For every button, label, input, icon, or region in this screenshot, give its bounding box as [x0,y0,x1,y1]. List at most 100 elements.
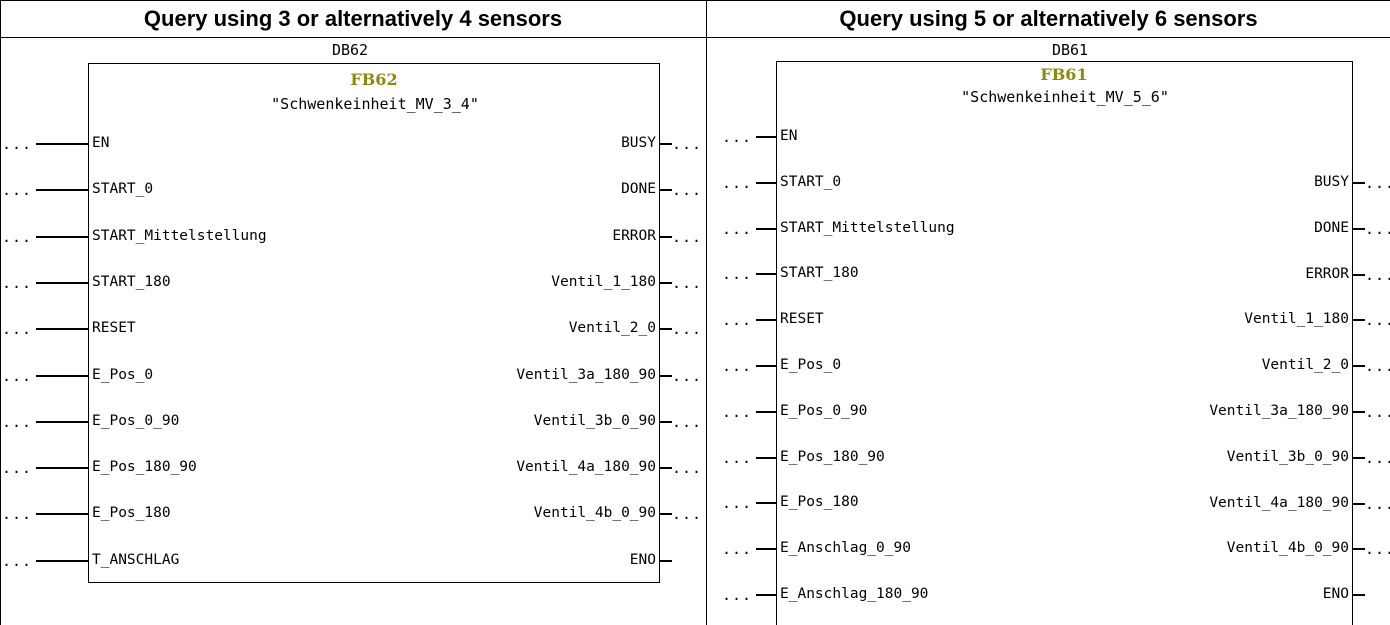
output-pin-label: BUSY [1314,174,1349,190]
input-connector-dots[interactable]: ... [2,505,33,523]
input-connector-dots[interactable]: ... [2,367,33,385]
output-wire [1353,274,1365,276]
output-connector-dots[interactable]: ... [1365,540,1390,558]
input-connector-dots[interactable]: ... [722,586,753,604]
input-pin-label: E_Anschlag_180_90 [780,586,929,602]
output-wire [660,236,672,238]
db-label-right: DB61 [1051,41,1089,59]
input-wire [756,548,776,550]
output-connector-dots[interactable]: ... [672,228,703,246]
output-connector-dots[interactable]: ... [1365,266,1390,284]
input-connector-dots[interactable]: ... [2,552,33,570]
fb-label-left: FB62 [350,70,398,89]
output-connector-dots[interactable]: ... [1365,495,1390,513]
output-wire [1353,411,1365,413]
header-left: Query using 3 or alternatively 4 sensors [143,5,563,31]
input-connector-dots[interactable]: ... [2,320,33,338]
output-wire [1353,594,1365,596]
fb-label-right: FB61 [1040,65,1088,84]
output-connector-dots[interactable]: ... [672,320,703,338]
output-connector-dots[interactable]: ... [1365,357,1390,375]
input-connector-dots[interactable]: ... [722,494,753,512]
output-wire [1353,182,1365,184]
input-wire [36,467,88,469]
input-pin-label: START_0 [92,181,154,197]
output-wire [1353,548,1365,550]
output-pin-label: DONE [1314,220,1349,236]
input-wire [36,236,88,238]
header-right: Query using 5 or alternatively 6 sensors [839,5,1258,31]
output-pin-label: Ventil_4b_0_90 [533,505,656,521]
input-wire [36,282,88,284]
input-connector-dots[interactable]: ... [722,220,753,238]
input-wire [756,319,776,321]
output-pin-label: Ventil_2_0 [1261,357,1349,373]
input-wire [756,182,776,184]
output-wire [660,189,672,191]
input-wire [36,143,88,145]
header-bottom-border [0,37,1390,38]
input-connector-dots[interactable]: ... [2,459,33,477]
input-pin-label: START_Mittelstellung [92,228,267,244]
input-wire [756,457,776,459]
input-pin-label: E_Pos_0 [780,357,842,373]
input-connector-dots[interactable]: ... [2,274,33,292]
output-wire [1353,365,1365,367]
header-top-border [0,0,1390,1]
input-pin-label: E_Anschlag_0_90 [780,540,911,556]
input-connector-dots[interactable]: ... [722,403,753,421]
output-wire [660,513,672,515]
output-pin-label: ENO [1322,586,1349,602]
output-connector-dots[interactable]: ... [1365,311,1390,329]
output-connector-dots[interactable]: ... [672,135,703,153]
input-pin-label: E_Pos_0 [92,367,154,383]
input-wire [756,365,776,367]
input-wire [36,513,88,515]
output-connector-dots[interactable]: ... [672,459,703,477]
output-pin-label: Ventil_1_180 [551,274,656,290]
output-connector-dots[interactable]: ... [672,505,703,523]
output-connector-dots[interactable]: ... [672,181,703,199]
input-wire [756,273,776,275]
output-pin-label: Ventil_3b_0_90 [533,413,656,429]
input-connector-dots[interactable]: ... [2,135,33,153]
input-connector-dots[interactable]: ... [722,357,753,375]
function-block-right [776,61,1353,625]
input-pin-label: E_Pos_180 [92,505,171,521]
input-pin-label: EN [92,135,110,151]
output-connector-dots[interactable]: ... [672,274,703,292]
output-pin-label: ERROR [612,228,656,244]
output-pin-label: Ventil_4b_0_90 [1226,540,1349,556]
input-connector-dots[interactable]: ... [722,174,753,192]
input-wire [756,502,776,504]
output-pin-label: Ventil_1_180 [1244,311,1349,327]
output-connector-dots[interactable]: ... [672,367,703,385]
output-wire [660,467,672,469]
input-pin-label: RESET [780,311,824,327]
input-connector-dots[interactable]: ... [2,413,33,431]
output-pin-label: Ventil_2_0 [568,320,656,336]
input-connector-dots[interactable]: ... [2,181,33,199]
input-pin-label: E_Pos_180_90 [780,449,885,465]
input-connector-dots[interactable]: ... [2,228,33,246]
input-wire [36,560,88,562]
input-pin-label: E_Pos_0_90 [780,403,868,419]
output-pin-label: Ventil_4a_180_90 [516,459,656,475]
input-connector-dots[interactable]: ... [722,128,753,146]
output-connector-dots[interactable]: ... [1365,220,1390,238]
input-pin-label: START_180 [92,274,171,290]
output-pin-label: Ventil_4a_180_90 [1209,495,1349,511]
output-connector-dots[interactable]: ... [1365,449,1390,467]
output-connector-dots[interactable]: ... [672,413,703,431]
input-connector-dots[interactable]: ... [722,265,753,283]
output-wire [660,375,672,377]
input-connector-dots[interactable]: ... [722,449,753,467]
output-connector-dots[interactable]: ... [1365,403,1390,421]
input-connector-dots[interactable]: ... [722,311,753,329]
input-connector-dots[interactable]: ... [722,540,753,558]
input-wire [756,594,776,596]
output-wire [660,328,672,330]
output-connector-dots[interactable]: ... [1365,174,1390,192]
fb-name-left: "Schwenkeinheit_MV_3_4" [271,95,479,113]
